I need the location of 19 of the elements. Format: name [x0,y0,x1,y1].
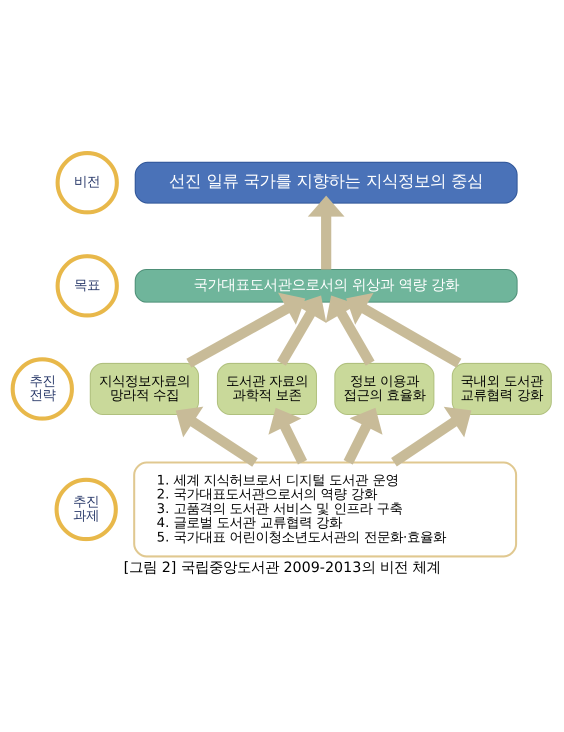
arrow [308,195,345,269]
caption: [그림 2] 국립중앙도서관 2009-2013의 비전 체계 [124,559,440,576]
node-circle: 목표 [56,254,119,317]
node-circle: 추진 전략 [10,356,74,420]
arrow [277,295,326,366]
node-box: 선진 일류 국가를 지향하는 지식정보의 중심 [134,161,518,204]
node-box: 지식정보자료의 망라적 수집 [90,362,200,414]
node-box: 도서관 자료의 과학적 보존 [216,362,317,414]
arrow [344,407,383,464]
arrow [186,292,306,368]
node-box: 국가대표도서관으로서의 위상과 역량 강화 [134,268,518,302]
node-circle: 추진 과제 [54,477,118,541]
arrow [326,295,375,366]
node-box: 정보 이용과 접근의 효율화 [334,362,434,414]
arrow [346,292,462,368]
node-box: 국내외 도서관 교류협력 강화 [452,362,552,414]
arrow [268,407,308,464]
node-circle: 비전 [56,150,119,214]
node-box: 1. 세계 지식허브로서 디지털 도서관 운영 2. 국가대표도서관으로서의 역량 강화 3. 고품격의 도서관 서비스 및 인프라 구축 4. 글로벌 도서관 교류협력 강화 5. 국가대표 어린이청소년도서관의 전문화·효율화 [133,460,518,557]
